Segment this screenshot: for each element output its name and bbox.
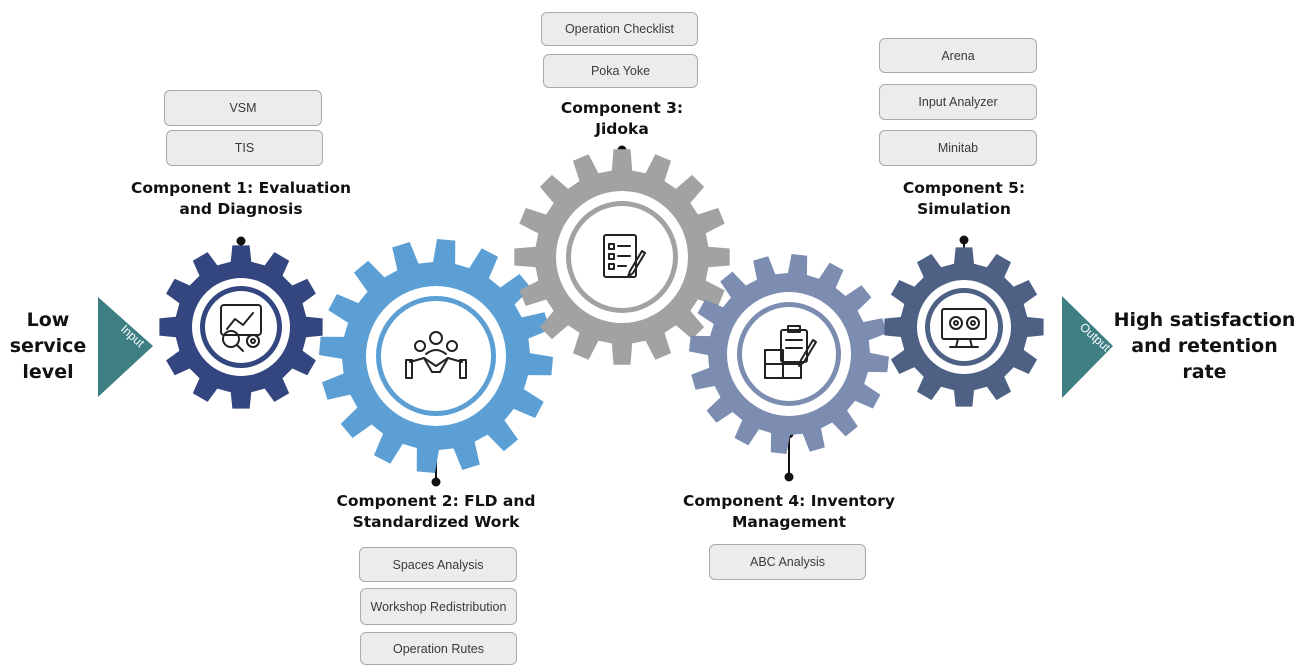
input-text-line: service: [9, 335, 87, 357]
component-3-title: Component 3: Jidoka: [532, 98, 712, 140]
gear-face: [930, 293, 998, 361]
input-text-line: level: [22, 361, 74, 383]
tool-box: Operation Checklist: [541, 12, 698, 46]
input-text-line: Low: [26, 309, 70, 331]
component-title-line: and Diagnosis: [179, 200, 303, 218]
output-text-line: rate: [1182, 361, 1227, 383]
output-text-line: and retention: [1131, 335, 1278, 357]
component-5-title: Component 5: Simulation: [874, 178, 1054, 220]
component-title-line: Component 3:: [560, 99, 684, 117]
tool-box: Spaces Analysis: [359, 547, 517, 582]
component-title-line: Simulation: [917, 200, 1011, 218]
inventory-icon: [764, 325, 817, 379]
gear-face: [205, 291, 277, 363]
component-1-title: Component 1: Evaluation and Diagnosis: [111, 178, 371, 220]
output-arrow: Output: [1062, 296, 1114, 398]
gear-2: [319, 239, 553, 473]
tool-box: Workshop Redistribution: [360, 588, 517, 625]
component-title-line: Component 5:: [902, 179, 1026, 197]
component-title-line: Management: [731, 513, 847, 531]
output-text-line: High satisfaction: [1113, 309, 1296, 331]
output-text: High satisfaction and retention rate: [1112, 307, 1297, 385]
teamwork-handshake-icon: [405, 331, 467, 379]
tool-box: Arena: [879, 38, 1037, 73]
analytics-icon: [220, 304, 262, 352]
gear-1: [159, 245, 323, 409]
tool-box: VSM: [164, 90, 322, 126]
tool-box: Poka Yoke: [543, 54, 698, 88]
component-2-title: Component 2: FLD and Standardized Work: [316, 491, 556, 533]
tool-box: TIS: [166, 130, 323, 166]
component-title-line: Jidoka: [595, 120, 649, 138]
tool-box: Operation Rutes: [360, 632, 517, 665]
input-arrow: Input: [98, 297, 153, 397]
component-title-line: Component 4: Inventory: [683, 492, 895, 510]
tool-box: Minitab: [879, 130, 1037, 166]
gear-4: [689, 254, 889, 454]
tool-box: ABC Analysis: [709, 544, 866, 580]
input-text: Low service level: [8, 307, 88, 385]
component-title-line: Component 1: Evaluation: [130, 179, 352, 197]
tool-box: Input Analyzer: [879, 84, 1037, 120]
component-title-line: Standardized Work: [352, 513, 520, 531]
component-4-title: Component 4: Inventory Management: [664, 491, 914, 533]
component-title-line: Component 2: FLD and: [336, 492, 536, 510]
checklist-icon: [603, 234, 646, 278]
gear-5: [884, 247, 1044, 407]
gear-face: [742, 307, 836, 401]
computer-settings-icon: [941, 308, 987, 348]
gear-face: [381, 301, 491, 411]
